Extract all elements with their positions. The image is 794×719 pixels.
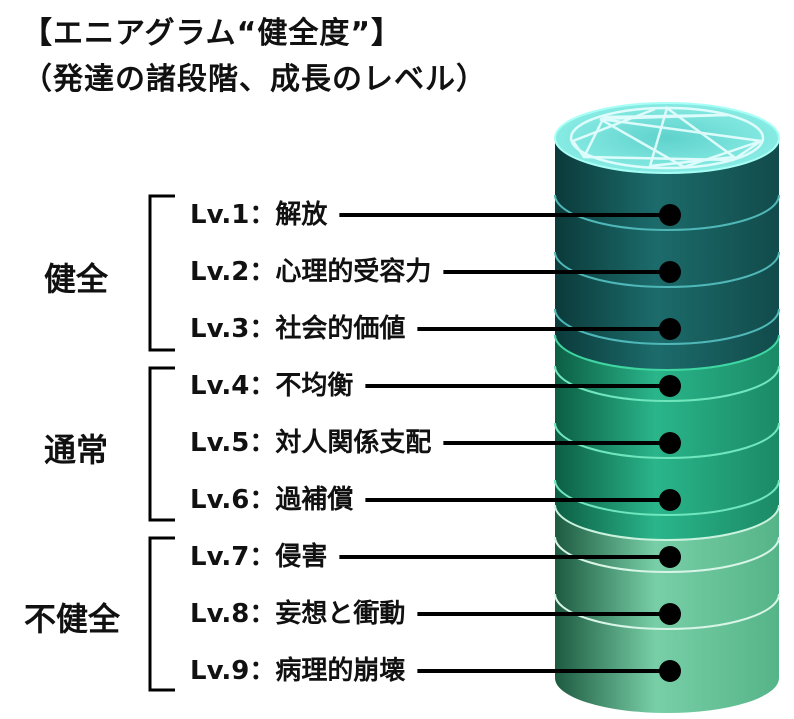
band-line bbox=[554, 422, 780, 459]
brackets bbox=[148, 194, 175, 692]
page-title: 【エニアグラム“健全度”】 bbox=[22, 16, 403, 51]
level-label-4: Lv.4：不均衡 bbox=[190, 371, 354, 401]
band-line bbox=[554, 593, 780, 630]
connector-dot bbox=[659, 318, 681, 340]
band-line bbox=[554, 536, 780, 573]
bracket-average bbox=[148, 366, 175, 522]
cylinder-section-healthy bbox=[555, 138, 779, 370]
connector-dot bbox=[659, 546, 681, 568]
level-label-5: Lv.5：対人関係支配 bbox=[190, 428, 432, 458]
connector-dot bbox=[659, 204, 681, 226]
connector-dot bbox=[659, 375, 681, 397]
band-line bbox=[554, 251, 780, 288]
page-subtitle: （発達の諸段階、成長のレベル） bbox=[22, 62, 487, 97]
band-line bbox=[554, 334, 780, 371]
group-label-unhealthy: 不健全 bbox=[24, 600, 121, 638]
bracket-healthy bbox=[148, 194, 175, 352]
band-line bbox=[554, 365, 780, 402]
connector-dot bbox=[659, 489, 681, 511]
band-line bbox=[554, 504, 780, 541]
bracket-unhealthy bbox=[148, 536, 175, 692]
level-label-1: Lv.1：解放 bbox=[190, 200, 328, 230]
band-line bbox=[554, 308, 780, 345]
level-label-8: Lv.8：妄想と衝動 bbox=[190, 599, 406, 629]
group-label-average: 通常 bbox=[44, 431, 109, 469]
level-label-3: Lv.3：社会的価値 bbox=[190, 314, 406, 344]
connectors bbox=[339, 204, 681, 682]
connector-dot bbox=[659, 261, 681, 283]
level-label-7: Lv.7：侵害 bbox=[190, 542, 328, 572]
connector-dot bbox=[659, 432, 681, 454]
band-line bbox=[554, 194, 780, 231]
connector-dot bbox=[659, 603, 681, 625]
enneagram-icon bbox=[569, 105, 765, 170]
level-label-6: Lv.6：過補償 bbox=[190, 485, 354, 515]
connector-dot bbox=[659, 660, 681, 682]
group-label-healthy: 健全 bbox=[44, 260, 109, 298]
band-line bbox=[554, 479, 780, 516]
level-label-2: Lv.2：心理的受容力 bbox=[190, 257, 432, 287]
level-label-9: Lv.9：病理的崩壊 bbox=[190, 656, 406, 686]
